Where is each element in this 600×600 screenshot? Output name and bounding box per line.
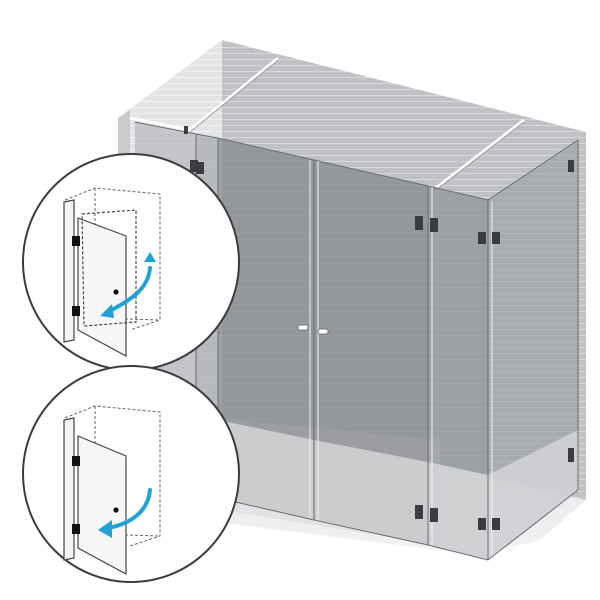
callout-1-hinge-top: [72, 236, 80, 246]
callout-2-hinge-top: [72, 456, 80, 466]
callout-2-hinge-bottom: [72, 524, 80, 534]
callout-2-fixed-panel: [63, 417, 75, 561]
callout-1-hinge-bottom: [72, 306, 80, 316]
callout-2-door-open-icon: [77, 435, 127, 576]
ceiling-rail-edges: [189, 59, 525, 191]
single-arrow-icon: [106, 488, 152, 530]
callout-door-swing-both-ways: [22, 153, 240, 371]
callout-1-fixed-panel: [63, 199, 75, 343]
ceiling-rails: [129, 56, 525, 190]
door-hinges: [184, 126, 574, 530]
double-arrow-icon: [106, 266, 152, 314]
callout-2-handle: [113, 507, 119, 513]
door-handles: [297, 324, 329, 335]
callout-1-handle: [113, 289, 119, 295]
callout-door-swing-one-way: [22, 365, 240, 583]
callout-1-door-open-icon: [77, 209, 137, 358]
